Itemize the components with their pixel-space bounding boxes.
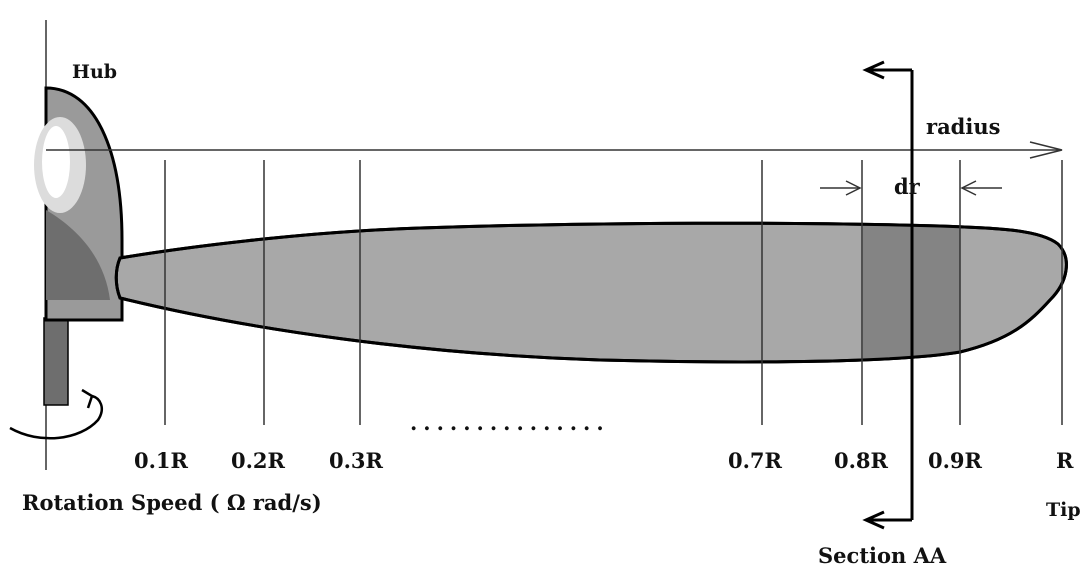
station-label-R: R <box>1056 448 1074 473</box>
hub-shadow <box>46 210 110 300</box>
radius-label: radius <box>926 114 1000 139</box>
station-label-0.9R: 0.9R <box>928 448 983 473</box>
dr-label: dr <box>894 174 921 199</box>
hub-shaft <box>43 317 69 406</box>
station-lines <box>164 160 1063 425</box>
station-label-0.1R: 0.1R <box>134 448 189 473</box>
section-aa-label: Section AA <box>818 543 947 568</box>
dr-dimension <box>820 180 1002 196</box>
station-label-0.3R: 0.3R <box>329 448 384 473</box>
rotation-arrow-icon <box>9 388 103 440</box>
ellipsis-dots: ............... <box>410 410 610 435</box>
section-aa-cut <box>862 60 914 530</box>
station-label-0.7R: 0.7R <box>728 448 783 473</box>
station-label-0.2R: 0.2R <box>231 448 286 473</box>
hub-highlight <box>42 126 70 198</box>
station-label-0.8R: 0.8R <box>834 448 889 473</box>
hub-label: Hub <box>72 61 117 83</box>
tip-label: Tip <box>1046 499 1081 521</box>
radius-axis <box>46 141 1063 159</box>
rotation-speed-label: Rotation Speed ( Ω rad/s) <box>22 490 322 515</box>
hub <box>34 86 124 406</box>
